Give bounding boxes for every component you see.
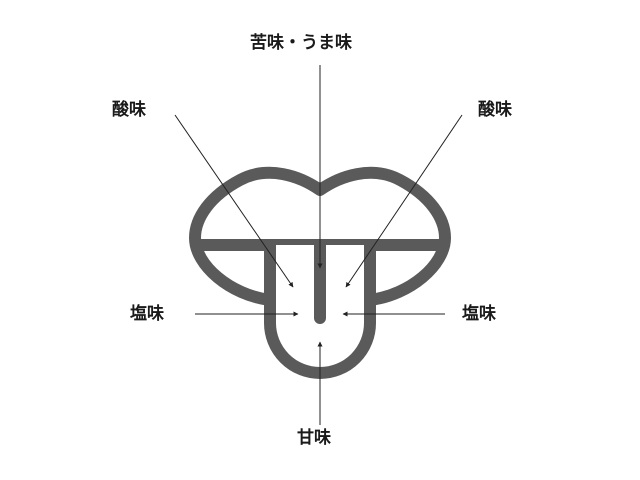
label-salty-left: 塩味 <box>130 304 164 324</box>
pointer-sour-left <box>174 114 294 288</box>
label-salty-right: 塩味 <box>462 304 496 324</box>
label-sour-right: 酸味 <box>478 100 512 120</box>
label-bitter-umami: 苦味・うま味 <box>250 33 352 53</box>
label-sweet: 甘味 <box>297 428 331 448</box>
pointer-sour-right <box>345 114 463 288</box>
label-sour-left: 酸味 <box>112 100 146 120</box>
